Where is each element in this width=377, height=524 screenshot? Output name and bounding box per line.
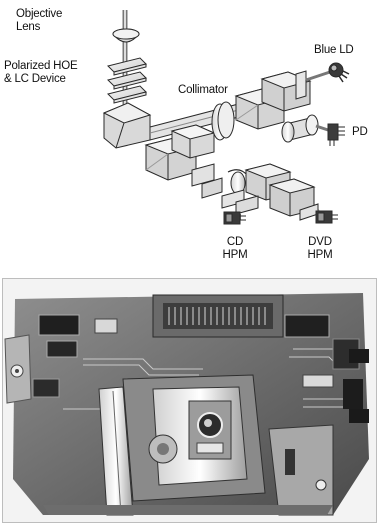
fold-prism xyxy=(104,103,150,148)
left-mount-tab xyxy=(5,335,31,403)
collimator-lens xyxy=(212,102,234,140)
lens-actuator-housing xyxy=(123,375,265,501)
blue-ld-emitter xyxy=(329,63,349,82)
pickup-photo-drawing xyxy=(3,279,376,522)
objective-lens-element xyxy=(113,29,139,42)
bracket-right xyxy=(269,425,333,515)
label-objective-lens: Objective Lens xyxy=(16,8,62,34)
beam-splitter-2 xyxy=(172,125,214,158)
label-pd: PD xyxy=(352,126,368,139)
pd-lens-tube xyxy=(282,115,328,142)
label-cd-hpm: CD HPM xyxy=(218,236,252,262)
lower-beam-path xyxy=(192,164,222,198)
cd-hpm-module xyxy=(224,212,246,224)
label-collimator: Collimator xyxy=(178,84,228,97)
flex-connector xyxy=(153,295,283,337)
label-dvd-hpm: DVD HPM xyxy=(300,236,340,262)
label-blue-ld: Blue LD xyxy=(314,44,354,57)
pd-detector xyxy=(328,124,345,146)
optical-path-diagram: Objective Lens Polarized HOE & LC Device… xyxy=(0,0,377,272)
hoe-lc-plates xyxy=(108,58,146,103)
chassis-bottom-edge xyxy=(43,505,333,515)
dvd-hpm-module xyxy=(316,211,338,223)
diagram-drawing xyxy=(0,0,377,272)
label-hoe-lc-device: Polarized HOE & LC Device xyxy=(4,60,77,86)
optical-pickup-photo xyxy=(2,278,377,523)
blue-ld-plate xyxy=(296,71,330,99)
